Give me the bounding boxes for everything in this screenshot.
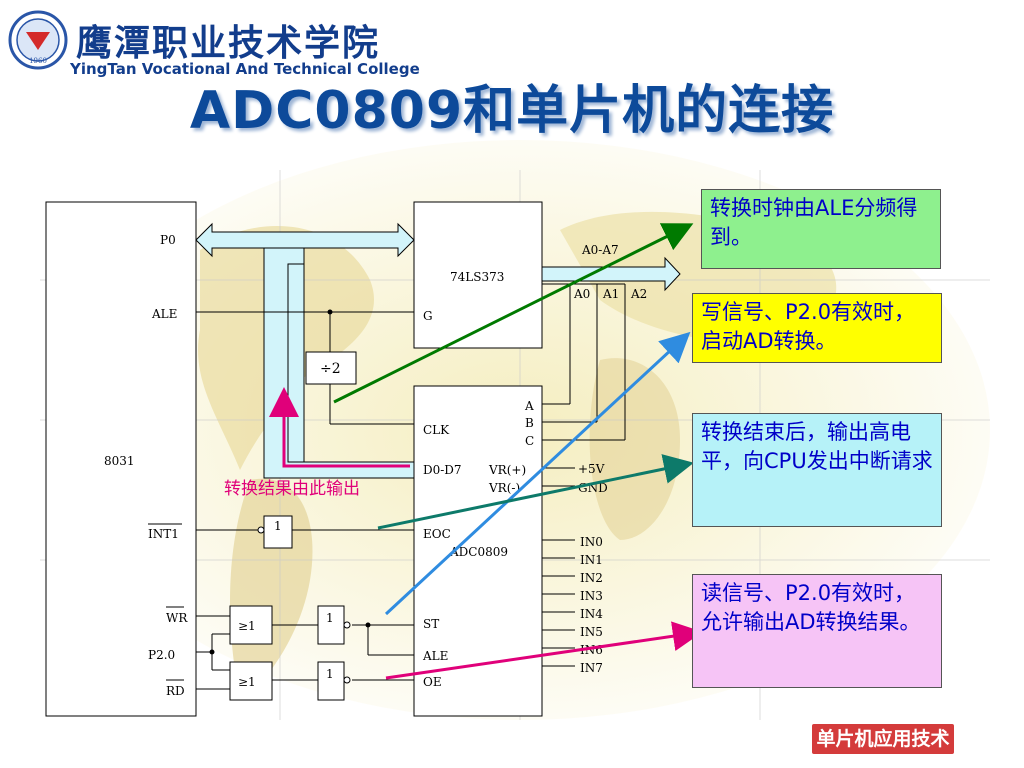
label-a2: A2 [630,287,647,301]
pin-eoc: EOC [423,527,451,541]
pin-p0: P0 [160,233,176,247]
or-gate-wr-label: ≥1 [238,619,256,633]
pin-vr-plus: VR(+) [488,463,526,477]
in2: IN2 [580,571,603,585]
bus-a0a7-label: A0-A7 [581,243,619,257]
clock-pointer [333,223,694,404]
analog-input-labels: IN0 IN1 IN2 IN3 IN4 IN5 IN6 IN7 [580,535,603,675]
note-eoc: 转换结束后，输出高电平，向CPU发出中断请求 [692,413,942,527]
not-gate-oe-label: 1 [326,667,334,681]
write-pointer [384,331,691,616]
address-bus-arrow [541,256,681,292]
note-write: 写信号、P2.0有效时，启动AD转换。 [692,293,942,363]
pin-d0d7: D0-D7 [423,463,462,477]
or-gate-wr [229,605,273,645]
label-a0: A0 [573,287,590,301]
chip-adc0809-label: ADC0809 [449,545,508,559]
note-clock: 转换时钟由ALE分频得到。 [701,189,941,269]
pin-oe: OE [423,675,442,689]
page-title: ADC0809和单片机的连接 [189,81,835,141]
chip-8031-label: 8031 [104,454,135,468]
footer-course-badge: 单片机应用技术 [812,724,954,754]
chip-74ls373-label: 74LS373 [450,270,504,284]
chip-adc0809 [413,385,543,717]
seal-year: 1960 [29,57,47,65]
pin-rd: RD [166,684,185,698]
label-plus5v: +5V [578,462,605,476]
in5: IN5 [580,625,603,639]
in3: IN3 [580,589,603,603]
note-read: 读信号、P2.0有效时，允许输出AD转换结果。 [692,574,942,688]
pin-c: C [525,434,534,448]
in0: IN0 [580,535,603,549]
not-gate-st-label: 1 [326,611,334,625]
pin-b: B [525,416,534,430]
pin-int1: INT1 [148,527,179,541]
in1: IN1 [580,553,603,567]
pin-adc-ale: ALE [422,649,448,663]
pin-wr: WR [166,611,188,625]
label-a1: A1 [602,287,619,301]
pin-a: A [524,399,534,413]
pin-g: G [423,309,433,323]
divider-label: ÷2 [320,361,341,377]
chip-8031 [45,201,197,717]
eoc-pointer [377,454,694,530]
pin-vr-minus: VR(-) [488,481,520,495]
pin-p20: P2.0 [148,648,175,662]
not-gate-int1 [263,515,293,549]
result-output-arrow [269,387,410,468]
college-name-en: YingTan Vocational And Technical College [70,60,420,78]
pin-clk: CLK [423,423,450,437]
pin-st: ST [423,617,439,631]
or-gate-rd-label: ≥1 [238,675,256,689]
divider-box [305,351,357,385]
pin-ale: ALE [151,307,177,321]
college-name-cn: 鹰潭职业技术学院 [76,22,381,64]
p0-data-bus-arrow [195,222,415,258]
result-output-label: 转换结果由此输出 [224,479,360,499]
not-gate-int1-label: 1 [274,519,282,533]
in7: IN7 [580,661,603,675]
in4: IN4 [580,607,603,621]
chip-74ls373 [413,201,543,349]
or-gate-rd [229,661,273,701]
college-seal-icon: 1960 [8,10,68,70]
read-pointer [385,621,703,680]
